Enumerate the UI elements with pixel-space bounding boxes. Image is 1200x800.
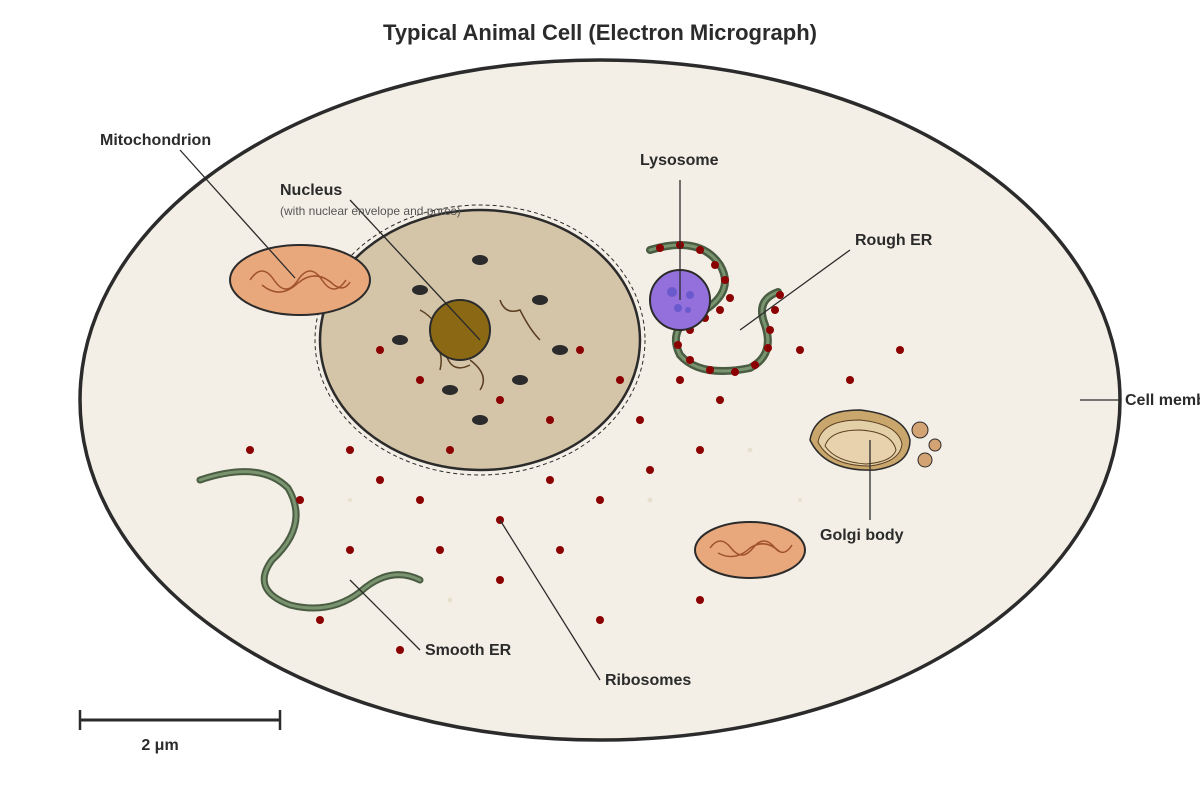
- scale-bar-label: 2 μm: [141, 737, 178, 754]
- leader-mitochondrion: [179, 149, 296, 279]
- leader-ribosomes: [499, 519, 601, 681]
- label-golgi-body: Golgi body: [820, 527, 904, 544]
- label-mitochondrion: Mitochondrion: [100, 132, 211, 149]
- nucleolus: [429, 299, 491, 361]
- diagram-title: Typical Animal Cell (Electron Micrograph…: [383, 20, 817, 45]
- nuclear-envelope: [314, 204, 646, 476]
- smooth-er: [196, 468, 424, 612]
- mitochondrion-2: [694, 521, 806, 579]
- leader-rough-er: [739, 249, 851, 331]
- mitochondrion: [229, 244, 371, 316]
- label-nucleus: Nucleus: [280, 182, 342, 199]
- rough-er: [646, 241, 784, 376]
- nuclear-pores: [392, 255, 568, 425]
- label-rough-er: Rough ER: [855, 232, 933, 249]
- label-ribosomes: Ribosomes: [605, 672, 691, 689]
- label-nucleus-note: (with nuclear envelope and pores): [280, 204, 461, 218]
- golgi-vesicles: [911, 421, 942, 468]
- scale-bar: 2 μm: [78, 710, 282, 754]
- leader-smooth-er: [349, 579, 421, 651]
- label-lysosome: Lysosome: [640, 152, 719, 169]
- golgi-body: [809, 409, 942, 471]
- leader-lines: [179, 149, 1120, 681]
- label-cell-membrane: Cell membrane: [1125, 392, 1200, 409]
- label-smooth-er: Smooth ER: [425, 642, 512, 659]
- free-ribosomes: [246, 346, 904, 654]
- leader-nucleus: [349, 199, 481, 341]
